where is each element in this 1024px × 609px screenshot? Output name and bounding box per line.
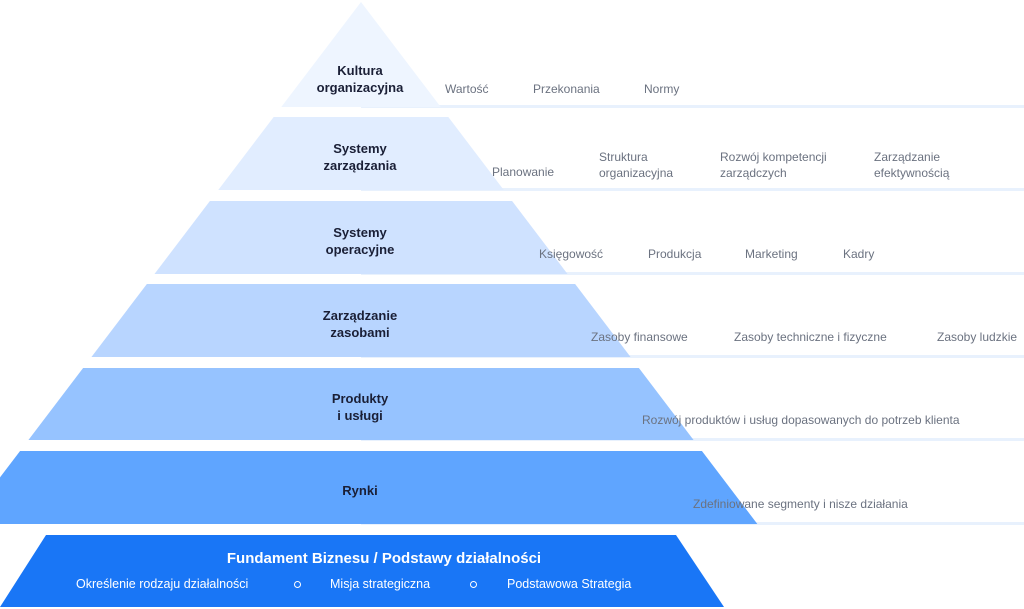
level-divider-line — [361, 188, 1024, 191]
item-zasoby-finansowe: Zasoby finansowe — [591, 330, 688, 344]
item-segmenty: Zdefiniowane segmenty i nisze działania — [693, 497, 908, 511]
base-item-misja: Misja strategiczna — [330, 577, 431, 591]
item-wartosc: Wartość — [445, 82, 489, 96]
base-title: Fundament Biznesu / Podstawy działalnośc… — [226, 550, 542, 567]
pyramid-level-0 — [281, 2, 441, 107]
item-ksiegowosc: Księgowość — [539, 247, 604, 261]
item-kadry: Kadry — [843, 247, 875, 261]
item-planowanie: Planowanie — [492, 165, 555, 179]
item-produkcja: Produkcja — [648, 247, 702, 261]
item-przekonania: Przekonania — [533, 82, 600, 96]
level-divider-line — [361, 355, 1024, 358]
pyramid-level-1 — [218, 117, 504, 190]
level-divider-line — [361, 105, 1024, 108]
bullet-icon — [470, 581, 477, 588]
item-zasoby-ludzkie: Zasoby ludzkie — [937, 330, 1018, 344]
level-title-markets: Rynki — [342, 483, 378, 498]
item-marketing: Marketing — [745, 247, 798, 261]
item-zasoby-techniczne: Zasoby techniczne i fizyczne — [734, 330, 887, 344]
pyramid-base — [0, 535, 724, 607]
pyramid-level-5 — [0, 451, 758, 524]
level-divider-line — [361, 272, 1024, 275]
pyramid-level-2 — [154, 201, 568, 274]
item-normy: Normy — [644, 82, 680, 96]
base-item-strategia: Podstawowa Strategia — [507, 577, 632, 591]
pyramid-level-4 — [28, 368, 694, 440]
pyramid-level-3 — [91, 284, 631, 357]
item-rozwoj-produktow: Rozwój produktów i usług dopasowanych do… — [642, 413, 960, 427]
base-item-rodzaj: Określenie rodzaju działalności — [76, 577, 249, 591]
bullet-icon — [294, 581, 301, 588]
